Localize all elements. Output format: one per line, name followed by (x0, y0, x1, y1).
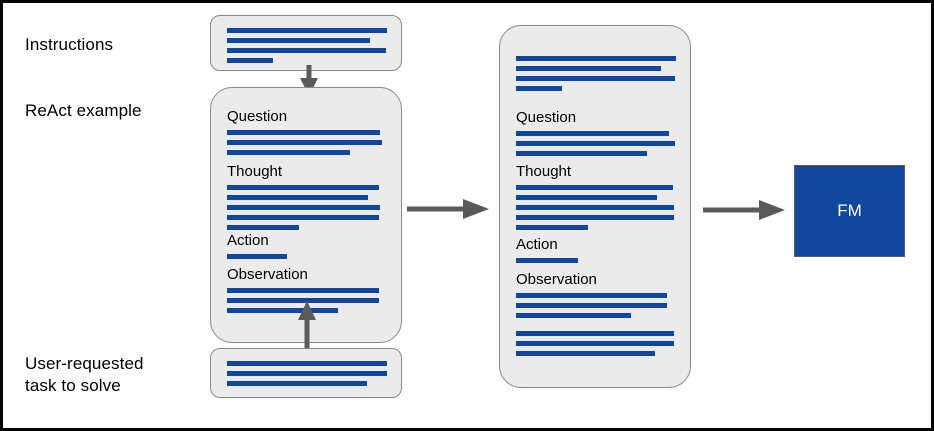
text-rule (227, 361, 387, 366)
text-rule (516, 205, 674, 210)
text-rule (227, 130, 380, 135)
section-label-thought: Thought (516, 163, 572, 180)
text-rule (516, 303, 667, 308)
text-rule (516, 185, 673, 190)
text-rule (516, 151, 647, 156)
fm-block: FM (794, 165, 905, 257)
text-rule (516, 195, 657, 200)
text-rule (227, 195, 368, 200)
instructions-panel (210, 15, 402, 71)
composed-prompt-panel: Question Thought Action Observation (499, 25, 691, 388)
arrow-composed-to-fm (703, 200, 785, 220)
text-rule (227, 225, 299, 230)
section-label-action: Action (227, 232, 269, 249)
text-rule (516, 86, 562, 91)
text-rule (227, 205, 380, 210)
text-rule (227, 150, 350, 155)
text-rule (516, 293, 667, 298)
text-rule (516, 141, 675, 146)
caption-react-example: ReAct example (25, 101, 142, 120)
text-rule (227, 38, 370, 43)
section-label-question: Question (516, 109, 577, 126)
text-rule (227, 371, 387, 376)
section-label-action: Action (516, 236, 558, 253)
caption-instructions: Instructions (25, 35, 114, 54)
text-rule (227, 48, 386, 53)
text-rule (227, 381, 367, 386)
text-rule (516, 215, 674, 220)
text-rule (516, 341, 674, 346)
section-label-observation: Observation (227, 266, 308, 283)
arrow-task-to-react (298, 301, 316, 349)
text-rule (227, 140, 382, 145)
text-rule (227, 58, 273, 63)
text-rule (516, 351, 655, 356)
text-rule (227, 288, 379, 293)
section-label-question: Question (227, 108, 288, 125)
arrow-react-to-composed (407, 199, 489, 219)
section-label-thought: Thought (227, 163, 283, 180)
text-rule (516, 56, 676, 61)
text-rule (227, 215, 379, 220)
react-example-panel: Question Thought Action Observation (210, 87, 402, 343)
text-rule (227, 185, 379, 190)
caption-user-task: User-requested task to solve (25, 354, 144, 395)
text-rule (516, 331, 674, 336)
text-rule (516, 131, 669, 136)
text-rule (516, 225, 588, 230)
section-label-observation: Observation (516, 271, 597, 288)
text-rule (227, 298, 379, 303)
text-rule (516, 66, 661, 71)
fm-label: FM (837, 201, 862, 220)
text-rule (516, 76, 675, 81)
text-rule (516, 313, 631, 318)
text-rule (227, 28, 387, 33)
text-rule (227, 308, 338, 313)
text-rule (516, 258, 578, 263)
text-rule (227, 254, 287, 259)
user-task-panel (210, 348, 402, 398)
